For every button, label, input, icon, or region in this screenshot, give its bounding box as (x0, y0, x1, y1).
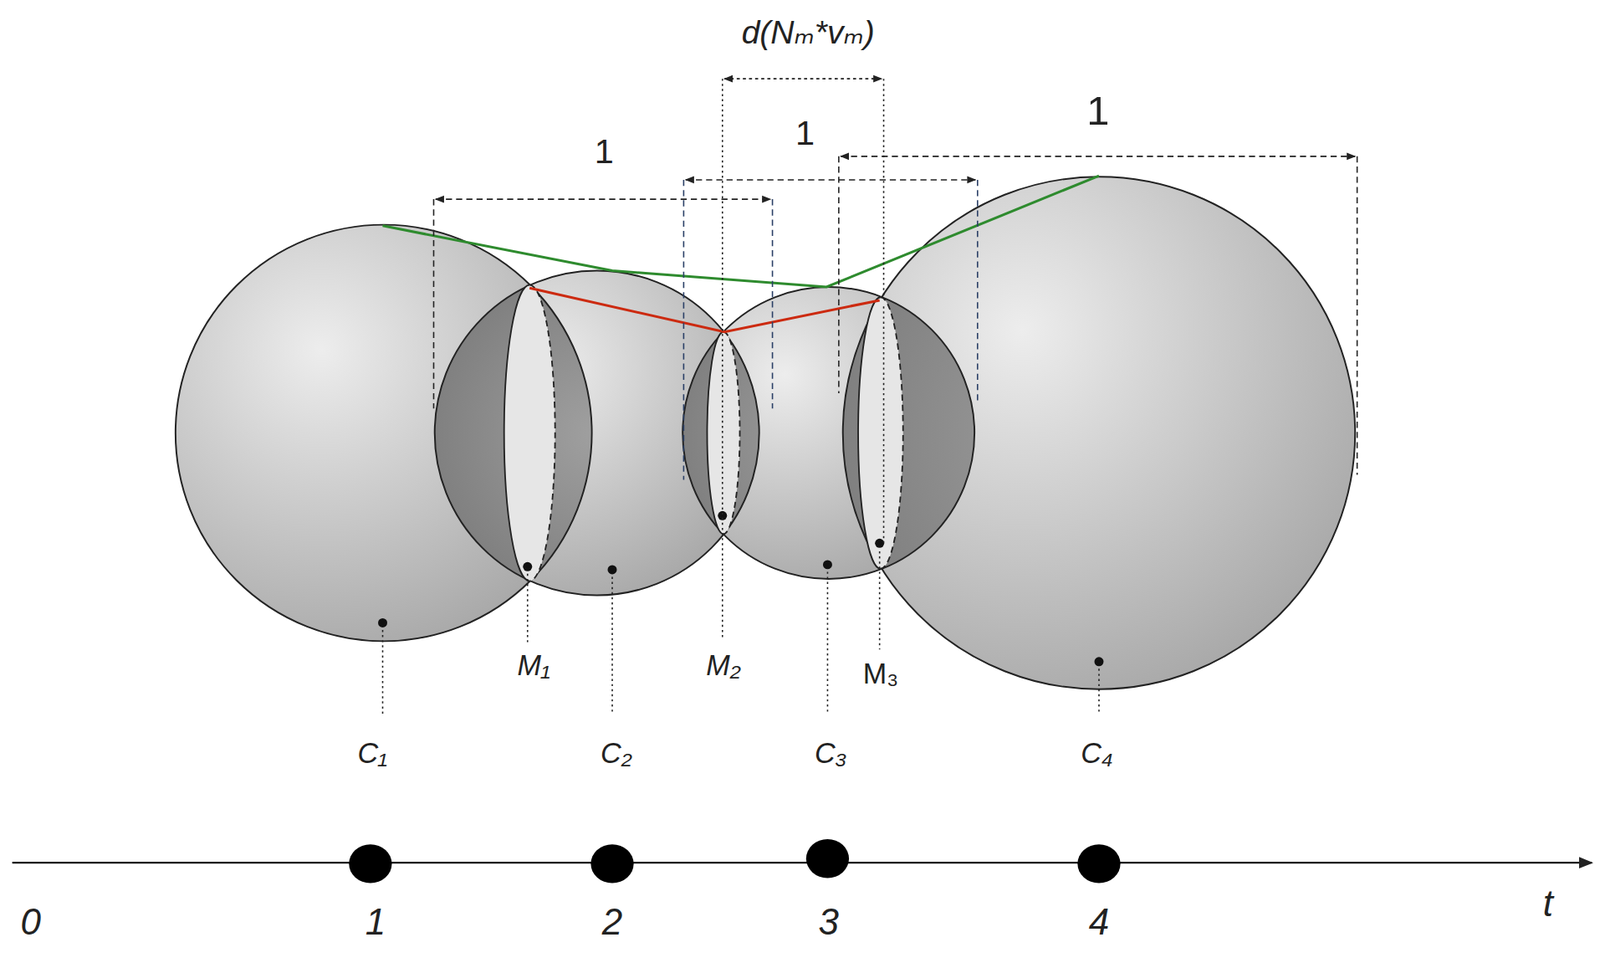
axis-label: t (1543, 884, 1554, 922)
sphere (175, 224, 593, 642)
point-label: M₁ (516, 650, 550, 680)
overlap-lens (843, 176, 1355, 689)
intersection-disc (504, 285, 904, 582)
time-axis (12, 861, 1593, 864)
dimension-label: 1 (594, 133, 614, 169)
time-dots (348, 838, 1120, 883)
axis-tick-label: 0 (20, 903, 41, 941)
point-dots (378, 511, 1104, 666)
axis-tick-label: 2 (602, 903, 623, 941)
dimension-label: d(Nₘ*vₘ) (741, 16, 875, 50)
green-path (383, 175, 1100, 287)
center-label: C₃ (814, 738, 847, 767)
center-label: C₄ (1080, 738, 1113, 767)
center-label: C₂ (600, 738, 633, 767)
dimension-label: 1 (1086, 89, 1110, 131)
sphere (843, 176, 1355, 689)
leader-lines (383, 551, 1100, 715)
point-label: M₂ (705, 650, 741, 680)
dimension-lines (434, 78, 1358, 639)
sphere-outlines (175, 176, 1355, 689)
axis-tick-label: 1 (365, 903, 386, 941)
sphere (434, 270, 760, 596)
dimension-label: 1 (795, 115, 815, 150)
axis-tick-label: 4 (1088, 903, 1110, 941)
overlap-lens (434, 270, 760, 596)
red-path (529, 287, 880, 332)
center-label: C₁ (357, 738, 388, 767)
point-label: M₃ (863, 659, 899, 688)
axis-tick-label: 3 (817, 903, 839, 941)
